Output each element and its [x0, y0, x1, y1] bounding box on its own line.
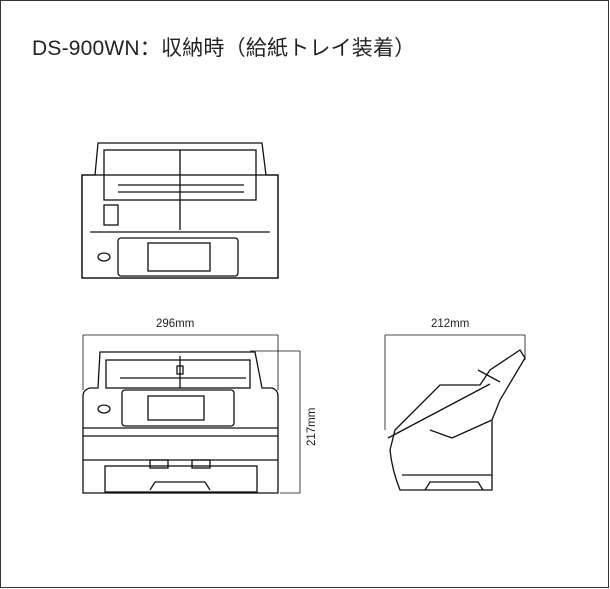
scanner-top-view [81, 142, 279, 279]
height-dimension-label: 217mm [306, 407, 318, 446]
depth-dimension-label: 212mm [431, 318, 470, 330]
scanner-side-view [387, 349, 526, 491]
page-title: DS-900WN：収納時（給紙トレイ装着） [32, 37, 416, 60]
width-dimension-label: 296mm [156, 318, 195, 330]
dimension-lines [82, 334, 526, 494]
scanner-front-view [82, 351, 279, 494]
